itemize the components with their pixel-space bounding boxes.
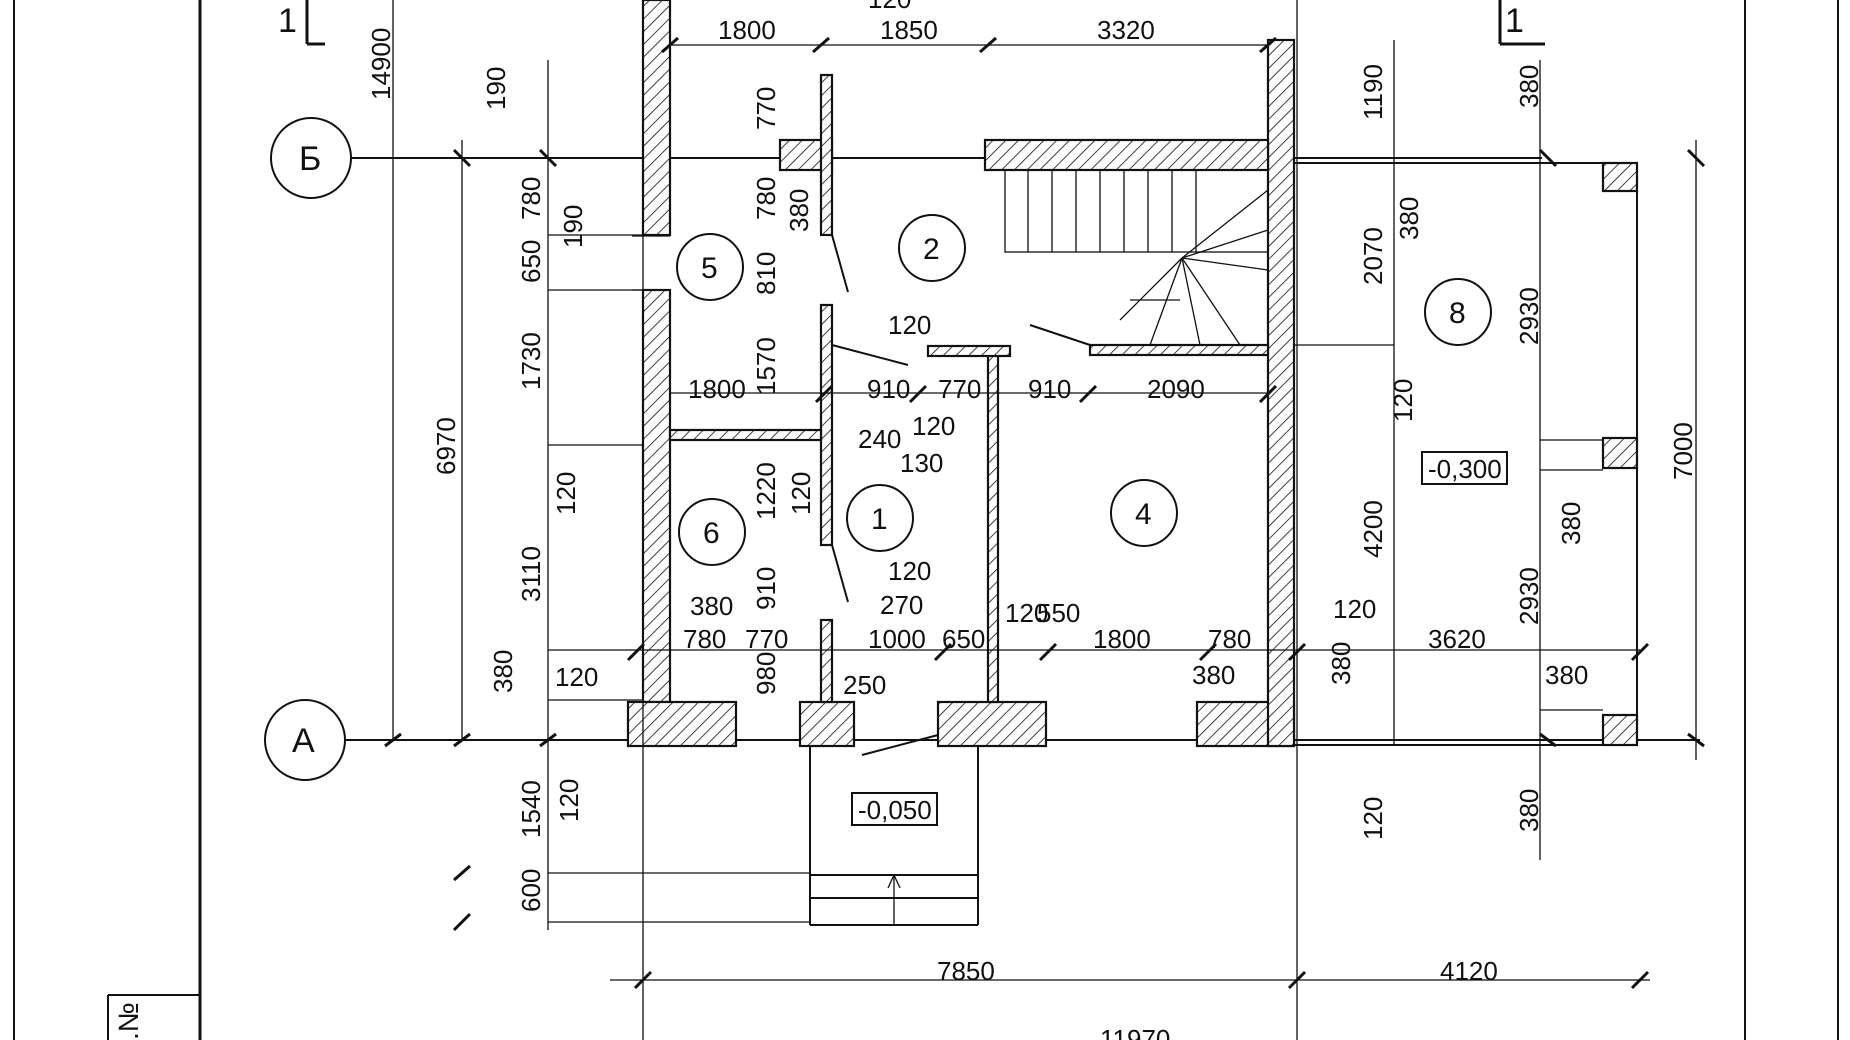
- dim-b-770c: 770: [745, 624, 788, 654]
- dim-l-1730: 1730: [516, 332, 546, 390]
- dim-l-190a: 190: [481, 67, 511, 110]
- dimension-lines: [384, 0, 1706, 1040]
- room-8-number: 8: [1449, 297, 1466, 330]
- dim-bot-7850: 7850: [937, 956, 995, 986]
- dim-i-1570: 1570: [751, 337, 781, 395]
- dim-l-6970: 6970: [431, 417, 461, 475]
- dim-h-910b: 910: [867, 374, 910, 404]
- dim-b-1800c: 1800: [1093, 624, 1151, 654]
- dim-b-650: 650: [942, 624, 985, 654]
- room-2-number: 2: [923, 233, 940, 266]
- level-porch-box: [851, 792, 938, 826]
- dim-bot-11970: 11970: [1100, 1024, 1170, 1040]
- dim-top-3320: 3320: [1097, 15, 1155, 45]
- dim-r-7000: 7000: [1668, 422, 1698, 480]
- dim-i-980: 980: [751, 652, 781, 695]
- dim-b-250: 250: [843, 670, 886, 700]
- dim-b-380c: 380: [1192, 660, 1235, 690]
- dim-b-380b: 380: [690, 591, 733, 621]
- dim-l-380a: 380: [488, 650, 518, 693]
- dim-l-120b: 120: [555, 662, 598, 692]
- dim-h-910c: 910: [1028, 374, 1071, 404]
- dim-b-1000: 1000: [868, 624, 926, 654]
- dim-b-550: 550: [1037, 598, 1080, 628]
- dim-top-1850: 1850: [880, 15, 938, 45]
- room-6-number: 6: [703, 517, 720, 550]
- dim-top-1800: 1800: [718, 15, 776, 45]
- dim-l-120a: 120: [551, 472, 581, 515]
- room-5-number: 5: [701, 252, 718, 285]
- dim-bot-4120: 4120: [1440, 956, 1498, 986]
- dim-h-770b: 770: [938, 374, 981, 404]
- dim-r-2930b: 2930: [1514, 567, 1544, 625]
- staircase: [1004, 169, 1269, 346]
- dim-l-190b: 190: [558, 205, 588, 248]
- axis-b-label: Б: [299, 140, 321, 178]
- dim-b-120h: 120: [1333, 594, 1376, 624]
- dim-r-2930a: 2930: [1514, 287, 1544, 345]
- terrace: [1294, 162, 1638, 746]
- dim-i-780: 780: [751, 177, 781, 220]
- dim-i-910a: 910: [751, 567, 781, 610]
- axis-a-label: А: [292, 722, 315, 760]
- dim-h-1800b: 1800: [688, 374, 746, 404]
- title-block-number-label: .№: [113, 1002, 144, 1040]
- dim-b-780b: 780: [683, 624, 726, 654]
- dimension-labels-horizontal: 120 1800 1850 3320 1800 120 910 770 910 …: [555, 0, 1588, 1040]
- room-4-number: 4: [1135, 498, 1152, 531]
- dim-h-2090: 2090: [1147, 374, 1205, 404]
- dim-i-810: 810: [751, 252, 781, 295]
- dim-r-120i: 120: [1388, 379, 1418, 422]
- dim-l-120c: 120: [554, 779, 584, 822]
- dim-r-1190: 1190: [1358, 64, 1388, 120]
- room-1-number: 1: [871, 503, 888, 536]
- dim-r-380f: 380: [1514, 65, 1544, 108]
- dimension-labels-vertical: 14900 6970 190 780 190 650 1730 120 3110…: [366, 28, 1698, 912]
- dim-b-120g: 120: [1005, 598, 1048, 628]
- dim-l-650: 650: [516, 240, 546, 283]
- porch: [809, 746, 979, 926]
- dim-h-240: 240: [858, 424, 901, 454]
- dim-r-380i: 380: [1326, 642, 1356, 685]
- walls: [626, 0, 1639, 748]
- dim-b-780c: 780: [1208, 624, 1251, 654]
- dim-r-380h: 380: [1556, 502, 1586, 545]
- room-markers: [676, 214, 1492, 566]
- section-mark-right: [1498, 0, 1545, 46]
- dim-h-120d: 120: [888, 310, 931, 340]
- section-mark-right-label: 1: [1505, 2, 1524, 40]
- dim-b-270: 270: [880, 590, 923, 620]
- sheet-frame: [13, 0, 1839, 1040]
- dim-h-130: 130: [900, 448, 943, 478]
- dim-l-780a: 780: [516, 177, 546, 220]
- dim-r-380g: 380: [1394, 197, 1424, 240]
- dim-l-1540: 1540: [516, 780, 546, 838]
- level-terrace: -0,300: [1428, 454, 1502, 484]
- level-terrace-box: [1421, 451, 1508, 485]
- dim-l-3110: 3110: [516, 546, 546, 602]
- dim-r-120j: 120: [1358, 797, 1388, 840]
- dim-top-120: 120: [868, 0, 911, 14]
- dim-b-380e: 380: [1545, 660, 1588, 690]
- dim-h-120e: 120: [912, 411, 955, 441]
- dim-b-120f: 120: [888, 556, 931, 586]
- dim-r-4200: 4200: [1358, 500, 1388, 558]
- section-mark-left: [305, 0, 325, 46]
- dim-l-14900: 14900: [366, 28, 396, 100]
- level-porch: -0,050: [858, 795, 932, 825]
- dim-b-3620: 3620: [1428, 624, 1486, 654]
- dim-i-120a: 120: [786, 472, 816, 515]
- dim-r-2070: 2070: [1358, 227, 1388, 285]
- dim-i-1220: 1220: [751, 462, 781, 520]
- dim-i-380: 380: [784, 189, 814, 232]
- dim-b-380d: 380: [1514, 789, 1544, 832]
- dim-l-600: 600: [516, 869, 546, 912]
- dim-i-770a: 770: [751, 87, 781, 130]
- section-mark-left-label: 1: [278, 2, 297, 40]
